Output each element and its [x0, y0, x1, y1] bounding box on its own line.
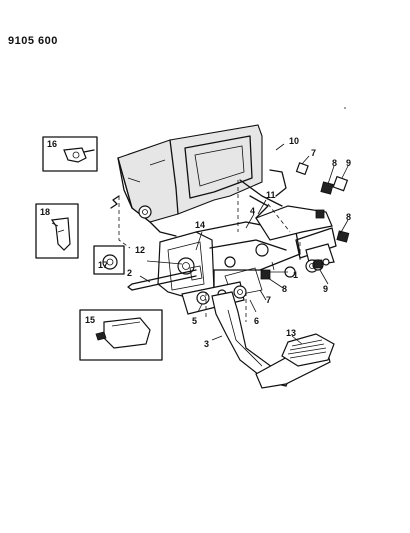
callout-18: 18 [40, 207, 50, 217]
callout-leaders [51, 143, 349, 345]
inset-15 [79, 309, 163, 361]
callout-4: 4 [250, 206, 255, 216]
document-number: 9105 600 [8, 35, 58, 47]
hidden-line-left [118, 196, 131, 249]
callout-7-upper: 7 [311, 148, 316, 158]
callout-11: 11 [266, 190, 276, 200]
callout-1: 1 [293, 270, 298, 280]
callout-8-lower: 8 [282, 284, 287, 294]
break-mark [110, 195, 120, 209]
inset-18 [35, 203, 79, 259]
callout-5: 5 [192, 316, 197, 326]
dash-panel [117, 124, 263, 237]
callout-8-upper: 8 [332, 158, 337, 168]
callout-14: 14 [195, 220, 205, 230]
clutch-pedal [211, 291, 335, 389]
callout-labels: 10 7 8 9 11 4 8 14 12 2 1 8 9 7 5 6 3 13… [40, 136, 351, 349]
construction-lines [205, 180, 301, 322]
callout-17: 17 [98, 260, 108, 270]
callout-2: 2 [127, 268, 132, 278]
callout-10: 10 [289, 136, 299, 146]
callout-16: 16 [47, 139, 57, 149]
callout-9-lower: 9 [323, 284, 328, 294]
callout-13: 13 [286, 328, 296, 338]
right-fasteners [295, 162, 350, 271]
inset-16 [42, 136, 98, 172]
callout-7-lower: 7 [266, 295, 271, 305]
callout-8-right: 8 [346, 212, 351, 222]
speck-mark [344, 107, 346, 109]
inset-17 [93, 245, 125, 275]
callout-9-upper: 9 [346, 158, 351, 168]
pedal-support-bracket [157, 221, 301, 301]
callout-6: 6 [254, 316, 259, 326]
callout-12: 12 [135, 245, 145, 255]
callout-3: 3 [204, 339, 209, 349]
callout-15: 15 [85, 315, 95, 325]
push-rod [127, 265, 203, 291]
